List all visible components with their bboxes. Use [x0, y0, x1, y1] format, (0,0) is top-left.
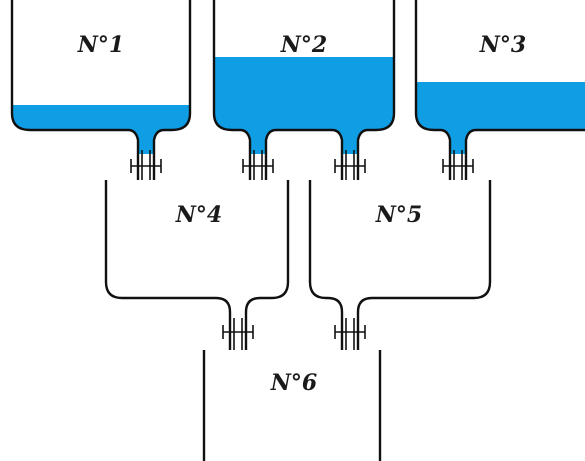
tank-3-water	[416, 82, 585, 154]
tank-3-outline	[414, 0, 585, 180]
tank-2-outline	[212, 0, 396, 180]
valve-tank-4[interactable]	[222, 318, 254, 350]
tank-6-label: N°6	[270, 370, 318, 396]
tank-4-label: N°4	[175, 202, 223, 228]
valve-tank-2-left[interactable]	[242, 150, 274, 180]
tank-5-label: N°5	[375, 202, 423, 228]
tank-1-label: N°1	[77, 32, 125, 58]
tank-2-label: N°2	[280, 32, 328, 58]
tank-2-water	[214, 57, 394, 154]
tank-4-outline	[104, 180, 290, 350]
valve-tank-5[interactable]	[334, 318, 366, 350]
valve-tank-1[interactable]	[130, 150, 162, 180]
tank-3-label: N°3	[479, 32, 527, 58]
valve-tank-2-right[interactable]	[334, 150, 366, 180]
tank-5-outline	[308, 180, 492, 350]
tank-6-outline	[202, 350, 382, 461]
valve-tank-3[interactable]	[442, 150, 474, 180]
tank-1-outline	[10, 0, 192, 180]
